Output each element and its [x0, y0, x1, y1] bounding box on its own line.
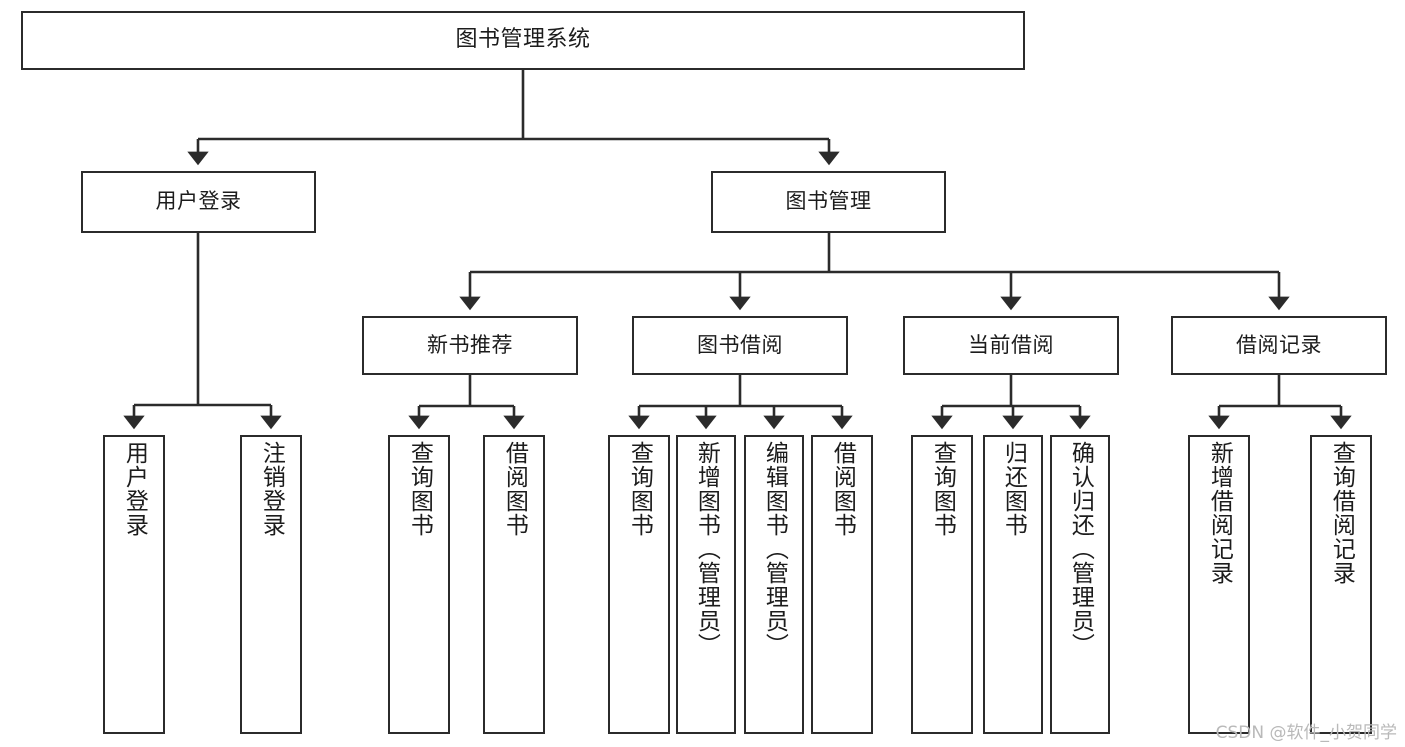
node-new-book-recommend[interactable]: 新书推荐 [362, 316, 578, 375]
node-leaf-label: 借阅图书 [501, 441, 528, 537]
node-leaf-query-book-current[interactable]: 查询图书 [911, 435, 973, 734]
node-leaf-label: 用户登录 [121, 441, 148, 537]
node-book-borrow[interactable]: 图书借阅 [632, 316, 848, 375]
node-root-label: 图书管理系统 [455, 27, 591, 53]
node-borrow-record-label: 借阅记录 [1236, 332, 1322, 357]
node-leaf-confirm-return-admin[interactable]: 确认归还（管理员） [1050, 435, 1110, 734]
node-book-management[interactable]: 图书管理 [711, 171, 946, 233]
node-leaf-label: 查询图书 [626, 441, 653, 537]
connector-user-login-to-leaves [123, 233, 282, 430]
node-leaf-add-borrow-record[interactable]: 新增借阅记录 [1188, 435, 1250, 734]
connector-borrow-record-to-leaves [1208, 375, 1352, 430]
node-leaf-return-book[interactable]: 归还图书 [983, 435, 1043, 734]
node-book-borrow-label: 图书借阅 [697, 332, 783, 357]
node-leaf-label: 归还图书 [1000, 441, 1027, 537]
node-leaf-add-book-admin[interactable]: 新增图书（管理员） [676, 435, 736, 734]
node-root[interactable]: 图书管理系统 [21, 11, 1025, 70]
connector-book-borrow-to-leaves [628, 375, 853, 430]
node-leaf-borrow-book-recommend[interactable]: 借阅图书 [483, 435, 545, 734]
node-leaf-label: 确认归还（管理员） [1067, 441, 1094, 657]
connector-current-borrow-to-leaves [931, 375, 1091, 430]
node-book-management-label: 图书管理 [785, 189, 872, 214]
node-leaf-borrow-book[interactable]: 借阅图书 [811, 435, 873, 734]
node-leaf-label: 查询图书 [406, 441, 433, 537]
connector-new-book-to-leaves [408, 375, 525, 430]
node-leaf-label: 查询借阅记录 [1328, 441, 1355, 585]
node-leaf-edit-book-admin[interactable]: 编辑图书（管理员） [744, 435, 804, 734]
node-leaf-label: 注销登录 [258, 441, 285, 537]
node-leaf-logout-login[interactable]: 注销登录 [240, 435, 302, 734]
connector-book-manage-to-level3 [459, 233, 1290, 311]
node-leaf-query-book-recommend[interactable]: 查询图书 [388, 435, 450, 734]
node-leaf-query-borrow-record[interactable]: 查询借阅记录 [1310, 435, 1372, 734]
node-leaf-label: 借阅图书 [829, 441, 856, 537]
node-leaf-label: 查询图书 [929, 441, 956, 537]
connector-root-to-level2 [187, 70, 840, 166]
node-current-borrow[interactable]: 当前借阅 [903, 316, 1119, 375]
node-leaf-label: 编辑图书（管理员） [761, 441, 788, 657]
node-leaf-label: 新增图书（管理员） [693, 441, 720, 657]
node-current-borrow-label: 当前借阅 [968, 332, 1054, 357]
node-leaf-query-book-borrow[interactable]: 查询图书 [608, 435, 670, 734]
node-leaf-label: 新增借阅记录 [1206, 441, 1233, 585]
node-user-login-label: 用户登录 [155, 189, 242, 214]
node-new-book-recommend-label: 新书推荐 [427, 332, 513, 357]
node-borrow-record[interactable]: 借阅记录 [1171, 316, 1387, 375]
node-user-login[interactable]: 用户登录 [81, 171, 316, 233]
node-leaf-user-login[interactable]: 用户登录 [103, 435, 165, 734]
